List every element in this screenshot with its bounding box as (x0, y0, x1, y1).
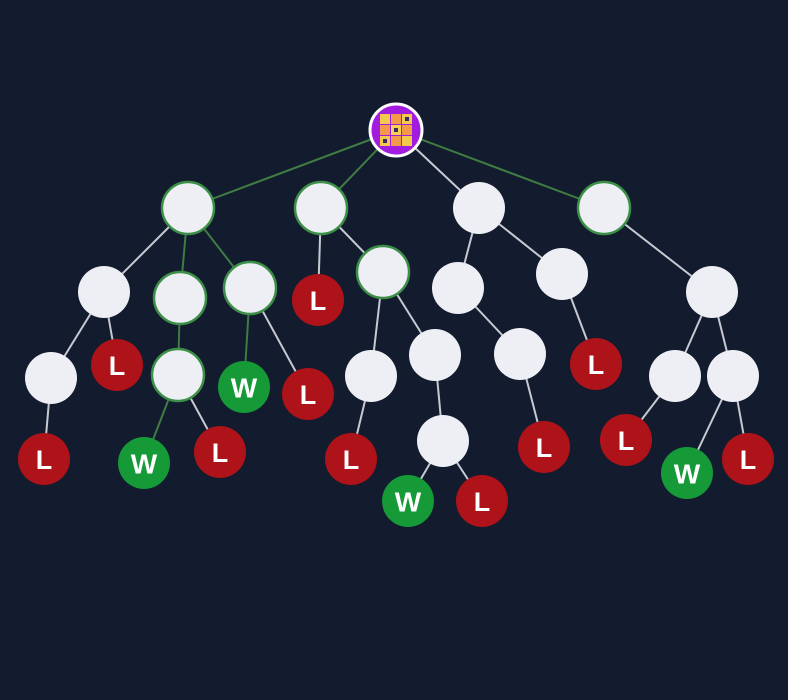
loss-node-circle (282, 368, 334, 420)
loss-label: L (536, 433, 553, 463)
state-node-circle (222, 260, 278, 316)
state-node-circle (649, 350, 701, 402)
state-node-circle (453, 182, 505, 234)
board-mark (383, 139, 387, 143)
win-node: W (382, 475, 434, 527)
loss-node: L (282, 368, 334, 420)
loss-node-circle (194, 426, 246, 478)
state-node-circle (293, 180, 349, 236)
win-label: W (131, 449, 158, 480)
state-node (160, 180, 216, 236)
win-node-circle (218, 361, 270, 413)
state-node-circle (576, 180, 632, 236)
win-node-circle (118, 437, 170, 489)
board-cell (402, 136, 412, 146)
tree-edge-root-a (187, 129, 397, 209)
loss-label: L (310, 286, 327, 316)
root-node (368, 102, 424, 158)
state-node (649, 350, 701, 402)
loss-node-circle (456, 475, 508, 527)
loss-label: L (109, 351, 126, 381)
state-node (417, 415, 469, 467)
win-label: W (674, 459, 701, 490)
state-node-circle (494, 328, 546, 380)
loss-node-circle (325, 433, 377, 485)
state-node-circle (707, 350, 759, 402)
board-mark (405, 117, 409, 121)
state-node (152, 270, 208, 326)
loss-node-circle (91, 339, 143, 391)
board-mark (394, 128, 398, 132)
state-node (355, 244, 411, 300)
loss-node: L (456, 475, 508, 527)
win-node-circle (382, 475, 434, 527)
state-node-circle (432, 262, 484, 314)
loss-label: L (618, 426, 635, 456)
loss-node-circle (18, 433, 70, 485)
loss-node-circle (570, 338, 622, 390)
board-cell (391, 136, 401, 146)
win-node-circle (661, 447, 713, 499)
state-node (409, 329, 461, 381)
state-node-circle (417, 415, 469, 467)
state-node-circle (160, 180, 216, 236)
loss-node: L (570, 338, 622, 390)
state-node (293, 180, 349, 236)
board-cell (380, 125, 390, 135)
loss-node: L (292, 274, 344, 326)
loss-node: L (325, 433, 377, 485)
board-cell (402, 125, 412, 135)
tree-edge-root-d (395, 129, 605, 209)
loss-label: L (300, 380, 317, 410)
state-node-circle (150, 347, 206, 403)
state-node (345, 350, 397, 402)
loss-node-circle (292, 274, 344, 326)
state-node (78, 266, 130, 318)
loss-node-circle (600, 414, 652, 466)
win-node: W (218, 361, 270, 413)
loss-node-circle (722, 433, 774, 485)
state-node-circle (355, 244, 411, 300)
state-node (707, 350, 759, 402)
state-node-circle (345, 350, 397, 402)
loss-label: L (588, 350, 605, 380)
win-node: W (118, 437, 170, 489)
loss-label: L (740, 445, 757, 475)
state-node (686, 266, 738, 318)
loss-node: L (600, 414, 652, 466)
win-label: W (395, 487, 422, 518)
loss-label: L (343, 445, 360, 475)
state-node-circle (536, 248, 588, 300)
loss-label: L (212, 438, 229, 468)
loss-node-circle (518, 421, 570, 473)
state-node-circle (686, 266, 738, 318)
loss-label: L (36, 445, 53, 475)
loss-node: L (518, 421, 570, 473)
state-node-circle (25, 352, 77, 404)
state-node (222, 260, 278, 316)
state-node (432, 262, 484, 314)
state-node (494, 328, 546, 380)
state-node-circle (152, 270, 208, 326)
state-node-circle (409, 329, 461, 381)
state-node (536, 248, 588, 300)
tree-nodes: L L W L L L W L L L L W L W L (18, 102, 774, 527)
state-node-circle (78, 266, 130, 318)
board-cell (380, 114, 390, 124)
board-cell (391, 114, 401, 124)
loss-node: L (18, 433, 70, 485)
state-node (453, 182, 505, 234)
loss-node: L (194, 426, 246, 478)
loss-node: L (91, 339, 143, 391)
loss-label: L (474, 487, 491, 517)
state-node (576, 180, 632, 236)
win-label: W (231, 373, 258, 404)
state-node (150, 347, 206, 403)
win-node: W (661, 447, 713, 499)
tic-tac-toe-board-icon (380, 114, 412, 146)
loss-node: L (722, 433, 774, 485)
state-node (25, 352, 77, 404)
